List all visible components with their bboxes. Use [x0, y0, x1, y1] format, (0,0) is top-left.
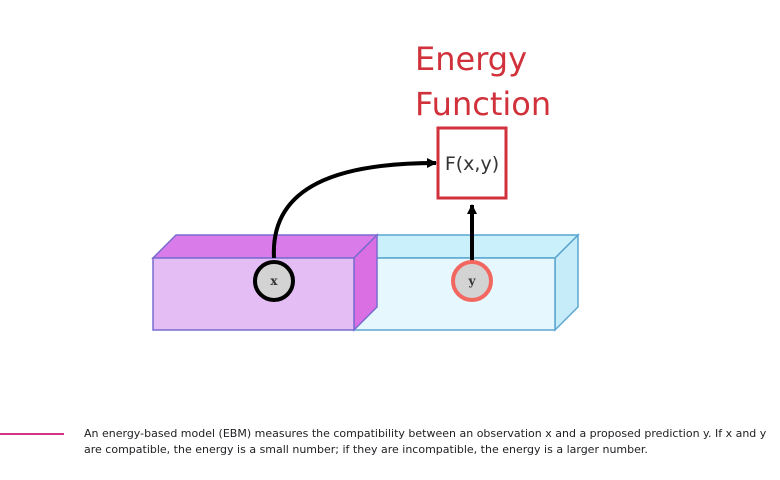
function-label: F(x,y)	[445, 153, 499, 175]
energy-function-box: F(x,y)	[436, 126, 508, 200]
y-node: y	[451, 260, 493, 302]
ebm-diagram: Energy Function F(x,y) x y	[151, 40, 580, 332]
x-node-label: x	[270, 274, 278, 288]
y-node-label: y	[468, 274, 477, 288]
x-to-function-arrow	[271, 158, 437, 259]
diagram-title-line1: Energy	[415, 40, 527, 78]
caption-divider	[0, 433, 64, 435]
x-node: x	[253, 260, 295, 302]
diagram-title-line2: Function	[415, 85, 551, 123]
x-block	[151, 233, 379, 332]
figure-caption: An energy-based model (EBM) measures the…	[84, 427, 767, 456]
y-block	[352, 233, 580, 332]
